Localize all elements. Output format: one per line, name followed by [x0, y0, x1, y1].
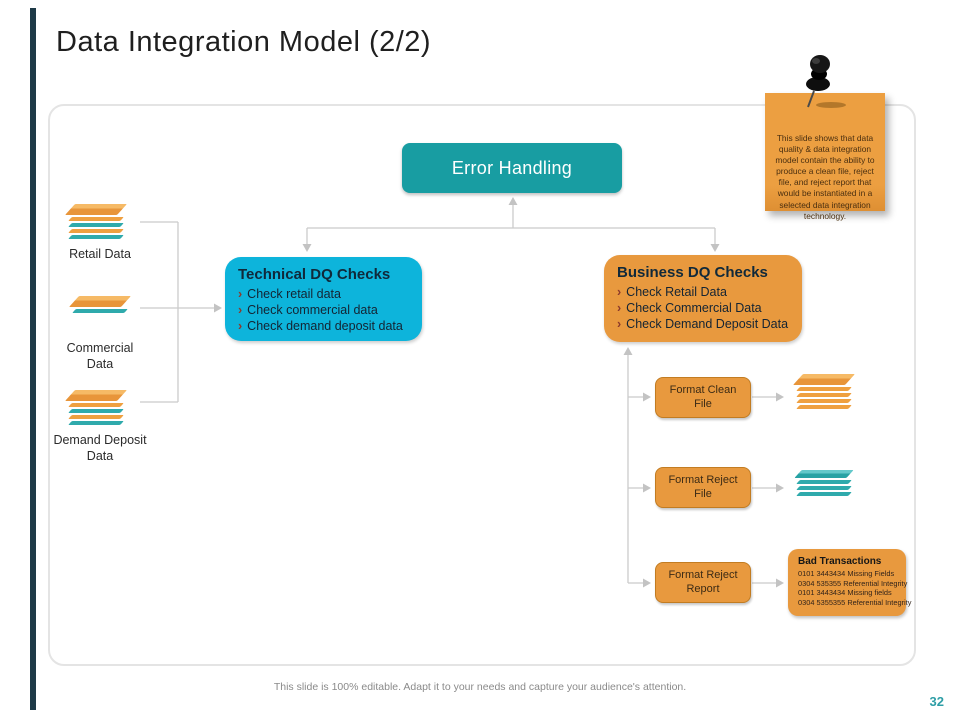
- chevron-bullet-icon: ›: [617, 317, 622, 331]
- technical-dq-title: Technical DQ Checks: [238, 266, 391, 283]
- bad-transaction-row: 0304 535355 Referential Integrity: [798, 578, 908, 588]
- stack-sheet: [72, 309, 128, 313]
- list-item: ›Check retail data: [238, 287, 341, 301]
- source-label-demand-deposit: Demand Deposit Data: [53, 433, 147, 464]
- business-dq-list: ›Check Retail Data ›Check Commercial Dat…: [617, 284, 789, 332]
- format-clean-file-box: Format Clean File: [655, 377, 751, 418]
- business-dq-title: Business DQ Checks: [617, 264, 768, 281]
- list-item: ›Check Commercial Data: [617, 301, 762, 315]
- stack-sheet: [68, 235, 124, 239]
- stack-sheet: [65, 204, 127, 215]
- layer-stack-icon: [62, 390, 127, 425]
- stack-sheet: [796, 399, 852, 403]
- stack-sheet: [69, 296, 131, 307]
- stack-sheet: [794, 470, 854, 478]
- layer-stack-icon: [66, 296, 131, 313]
- footer-note: This slide is 100% editable. Adapt it to…: [273, 681, 687, 693]
- stack-sheet: [796, 405, 852, 409]
- error-handling-box: Error Handling: [402, 143, 622, 193]
- list-item: ›Check commercial data: [238, 303, 378, 317]
- page-title: Data Integration Model (2/2): [56, 26, 432, 58]
- bad-transaction-row: 0101 3443434 Missing fields: [798, 588, 892, 598]
- format-clean-file-label: Format Clean File: [669, 383, 737, 410]
- format-reject-report-box: Format Reject Report: [655, 562, 751, 603]
- stack-sheet: [796, 492, 852, 496]
- sticky-note-text: This slide shows that data quality & dat…: [775, 133, 875, 221]
- source-label-commercial: Commercial Data: [66, 341, 134, 372]
- technical-dq-list: ›Check retail data ›Check commercial dat…: [238, 286, 409, 334]
- bad-transactions-card: Bad Transactions 0101 3443434 Missing Fi…: [788, 549, 912, 616]
- clean-file-stack-icon: [790, 374, 855, 409]
- bad-transaction-row: 0101 3443434 Missing Fields: [798, 569, 895, 578]
- list-item: ›Check demand deposit data: [238, 319, 403, 333]
- stack-sheet: [68, 415, 124, 419]
- reject-file-stack-icon: [790, 470, 854, 496]
- stack-sheet: [68, 223, 124, 227]
- format-reject-file-box: Format Reject File: [655, 467, 751, 508]
- push-pin-icon: [806, 55, 846, 108]
- chevron-bullet-icon: ›: [238, 303, 243, 317]
- chevron-bullet-icon: ›: [238, 287, 243, 301]
- business-dq-checks-box: Business DQ Checks ›Check Retail Data ›C…: [604, 255, 802, 342]
- stack-sheet: [793, 374, 855, 385]
- layer-stack-icon: [62, 204, 127, 239]
- technical-dq-checks-box: Technical DQ Checks ›Check retail data ›…: [225, 257, 422, 341]
- bad-transaction-row: 0304 5355355 Referential Integrity: [798, 597, 912, 607]
- chevron-bullet-icon: ›: [238, 319, 243, 333]
- stack-sheet: [68, 409, 124, 413]
- stack-sheet: [796, 486, 852, 490]
- format-reject-report-label: Format Reject Report: [668, 568, 738, 595]
- stack-sheet: [796, 393, 852, 397]
- error-handling-label: Error Handling: [451, 157, 573, 178]
- stack-sheet: [68, 403, 124, 407]
- bad-transactions-title: Bad Transactions: [798, 556, 882, 567]
- stack-sheet: [68, 229, 124, 233]
- stack-sheet: [65, 390, 127, 401]
- chevron-bullet-icon: ›: [617, 285, 622, 299]
- left-accent-bar: [30, 8, 36, 710]
- chevron-bullet-icon: ›: [617, 301, 622, 315]
- stack-sheet: [68, 421, 124, 425]
- stack-sheet: [796, 387, 852, 391]
- stack-sheet: [68, 217, 124, 221]
- sticky-note: This slide shows that data quality & dat…: [765, 55, 885, 221]
- list-item: ›Check Demand Deposit Data: [617, 317, 789, 331]
- page-number: 32: [929, 694, 944, 709]
- format-reject-file-label: Format Reject File: [668, 473, 738, 500]
- stack-sheet: [796, 480, 852, 484]
- source-label-retail: Retail Data: [69, 247, 131, 261]
- list-item: ›Check Retail Data: [617, 285, 727, 299]
